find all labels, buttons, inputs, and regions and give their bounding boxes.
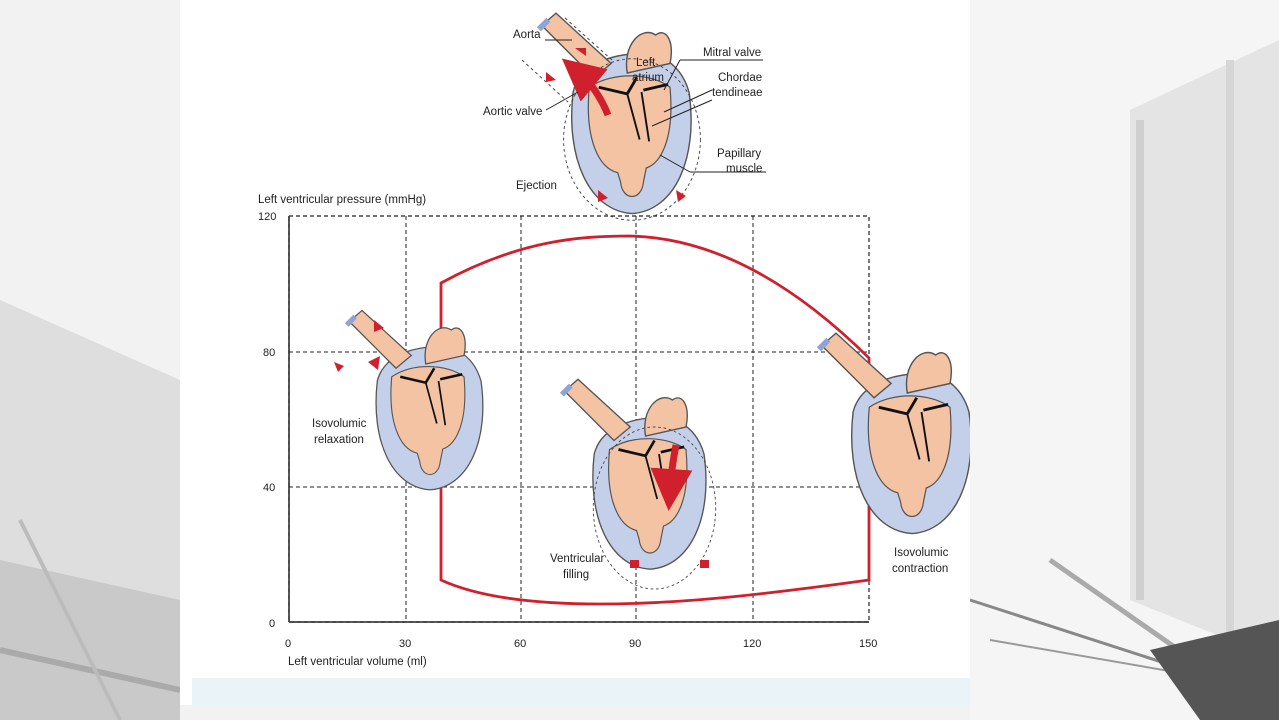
label-isovolumic-contraction-1: Isovolumic — [894, 547, 949, 559]
label-papillary-1: Papillary — [717, 148, 761, 160]
annotation-leader-lines — [545, 39, 766, 173]
x-tick-labels: 0 30 60 90 120 150 — [285, 638, 877, 650]
label-isovolumic-relaxation-2: relaxation — [314, 434, 364, 446]
relaxation-small-arrows — [334, 320, 384, 372]
aorta-dashed-outline — [521, 17, 613, 103]
ejection-flow-arrow — [561, 58, 612, 117]
x-tick-60: 60 — [514, 638, 526, 650]
pv-loop-curve — [439, 234, 871, 606]
y-tick-80: 80 — [263, 347, 275, 359]
label-chordae-1: Chordae — [718, 72, 762, 84]
x-tick-30: 30 — [399, 638, 411, 650]
label-ventricular-filling-2: filling — [563, 569, 589, 581]
y-tick-40: 40 — [263, 482, 275, 494]
label-chordae-2: tendineae — [712, 87, 763, 99]
pressure-volume-loop-diagram: 120 80 40 0 0 30 60 90 120 150 Left vent… — [258, 0, 970, 668]
heart-ejection-illustration — [539, 13, 701, 221]
label-ventricular-filling-1: Ventricular — [550, 553, 605, 565]
plot-frame — [288, 215, 870, 623]
ejection-small-arrows — [546, 48, 686, 202]
y-axis-title: Left ventricular pressure (mmHg) — [258, 194, 426, 206]
y-tick-0: 0 — [269, 618, 275, 630]
label-left-atrium-2: atrium — [632, 72, 664, 84]
x-tick-90: 90 — [629, 638, 641, 650]
label-aorta: Aorta — [513, 29, 541, 41]
x-tick-120: 120 — [743, 638, 761, 650]
filling-flow-arrow — [650, 444, 693, 511]
x-tick-0: 0 — [285, 638, 291, 650]
filling-small-arrows — [630, 560, 709, 568]
y-tick-labels: 120 80 40 0 — [258, 211, 276, 630]
label-isovolumic-contraction-2: contraction — [892, 563, 948, 575]
y-tick-120: 120 — [258, 211, 276, 223]
heart-filling-illustration — [562, 379, 717, 590]
label-papillary-2: muscle — [726, 163, 762, 175]
label-left-atrium-1: Left — [636, 57, 656, 69]
label-mitral-valve: Mitral valve — [703, 47, 761, 59]
x-tick-150: 150 — [859, 638, 877, 650]
label-aortic-valve: Aortic valve — [483, 106, 542, 118]
heart-contraction-illustration — [819, 333, 970, 533]
x-axis-title: Left ventricular volume (ml) — [288, 656, 427, 668]
label-isovolumic-relaxation-1: Isovolumic — [312, 418, 367, 430]
heart-relaxation-illustration — [347, 310, 483, 489]
label-ejection: Ejection — [516, 180, 557, 192]
slide-footer-bar — [192, 678, 970, 705]
